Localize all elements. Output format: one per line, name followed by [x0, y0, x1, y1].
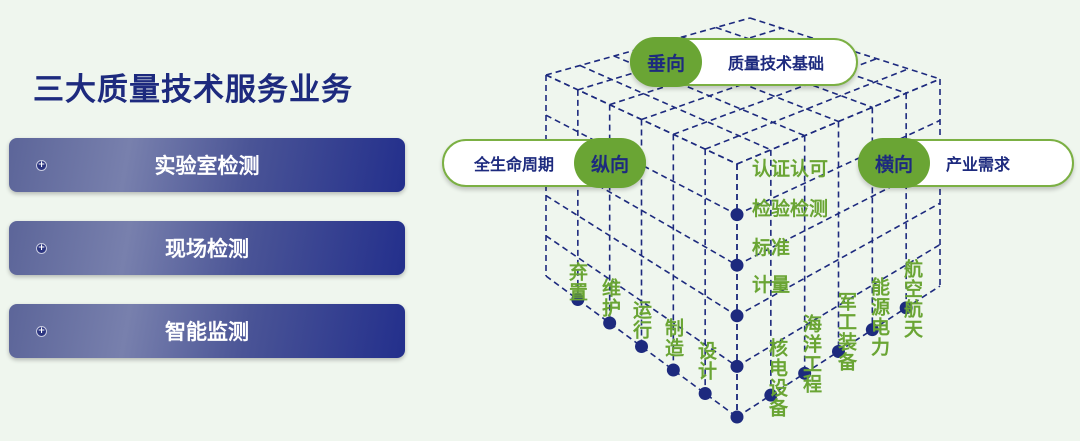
- left-face-grid-line: [545, 114, 738, 216]
- lifecycle-label: 运行: [630, 300, 652, 340]
- lifecycle-label: 设计: [695, 341, 717, 381]
- foundation-dot: [730, 359, 744, 373]
- lifecycle-label: 制造: [662, 318, 684, 358]
- top-face-grid-line: [577, 27, 782, 91]
- top-face-grid-line: [609, 37, 814, 106]
- lifecycle-dot: [698, 387, 712, 400]
- plus-icon: +: [36, 160, 47, 171]
- foundation-label: 认证认可: [752, 158, 829, 180]
- horizontal-axis-pill: 横向 产业需求: [858, 138, 1074, 188]
- vertical-text: 质量技术基础: [728, 54, 825, 73]
- top-face-grid-line: [704, 68, 909, 150]
- top-face-grid-line: [749, 17, 941, 80]
- industry-label: 能源电力: [868, 277, 890, 357]
- foundation-dot: [730, 208, 744, 222]
- lifecycle-label: 弃置: [566, 262, 588, 302]
- foundation-label: 标准: [752, 237, 791, 259]
- vertical-axis-pill: 垂向 质量技术基础: [630, 37, 858, 87]
- industry-label: 海洋工程: [800, 314, 822, 394]
- lifecycle-label: 维护: [599, 278, 621, 318]
- industry-dot: [764, 388, 778, 402]
- left-face-grid-line: [545, 194, 738, 317]
- left-face-grid-line: [545, 154, 738, 266]
- industry-label: 航空航天: [901, 259, 923, 339]
- industry-dot: [899, 301, 913, 315]
- lifecycle-dot: [603, 316, 617, 330]
- plus-icon: +: [36, 326, 47, 337]
- lifecycle-dot: [635, 340, 648, 353]
- foundation-label: 计量: [752, 274, 791, 296]
- plus-icon: +: [36, 243, 47, 254]
- smart-monitoring-button[interactable]: + 智能监测: [9, 304, 405, 358]
- button-label: 实验室检测: [154, 154, 260, 178]
- vertical-tag: 垂向: [630, 37, 702, 87]
- left-face-grid-line: [545, 235, 738, 368]
- right-face-grid-line: [736, 202, 941, 317]
- button-label: 智能监测: [165, 320, 249, 344]
- longitudinal-axis-pill: 全生命周期 纵向: [442, 138, 646, 188]
- top-face-grid-line: [641, 47, 846, 121]
- lifecycle-dot: [571, 293, 585, 306]
- industry-dot: [832, 345, 845, 358]
- industry-label: 核电设备: [766, 338, 788, 418]
- button-label: 现场检测: [165, 237, 249, 261]
- left-face-grid-line: [545, 74, 738, 165]
- lifecycle-dot: [666, 363, 680, 377]
- horizontal-tag: 横向: [858, 138, 930, 188]
- industry-label: 军工装备: [835, 292, 857, 372]
- lab-testing-button[interactable]: + 实验室检测: [9, 138, 405, 192]
- industry-dot: [798, 366, 812, 380]
- horizontal-text: 产业需求: [946, 155, 1011, 174]
- page-title: 三大质量技术服务业务: [33, 72, 353, 108]
- right-face-grid-line: [736, 161, 941, 266]
- right-face-grid-line: [736, 119, 941, 216]
- corner-dot: [730, 410, 744, 424]
- foundation-dot: [730, 309, 744, 323]
- industry-dot: [865, 323, 879, 337]
- foundation-label: 检验检测: [752, 198, 829, 220]
- longitudinal-text: 全生命周期: [474, 155, 555, 174]
- field-testing-button[interactable]: + 现场检测: [9, 221, 405, 275]
- right-face-grid-line: [736, 78, 941, 165]
- foundation-dot: [730, 258, 744, 272]
- longitudinal-tag: 纵向: [574, 138, 646, 188]
